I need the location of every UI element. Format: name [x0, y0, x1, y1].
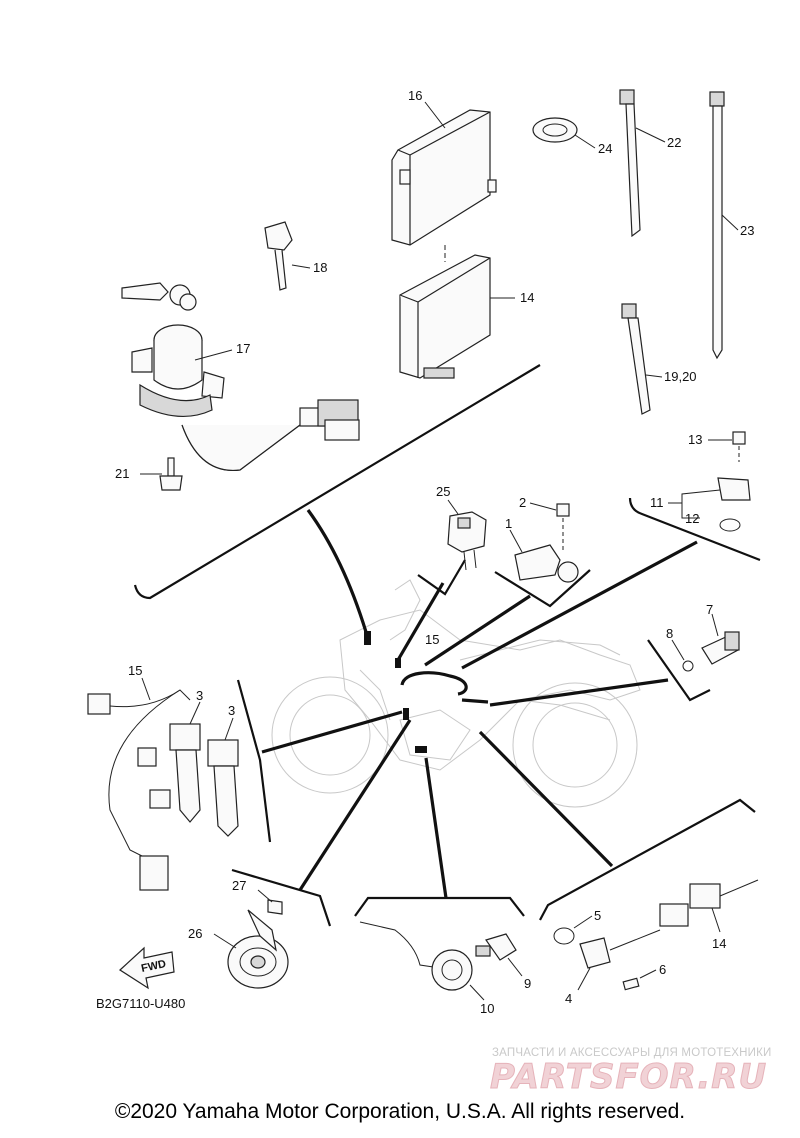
- callout-15-harness: 15: [128, 663, 142, 678]
- watermark-brand: PARTSFOR.RU: [490, 1057, 767, 1097]
- callout-14-ecu: 14: [520, 290, 534, 305]
- relay-25: [447, 511, 487, 571]
- sensor-10: [359, 921, 473, 991]
- key-18: [264, 221, 293, 291]
- watermark: ЗАПЧАСТИ И АКСЕССУАРЫ ДЛЯ МОТОТЕХНИКИ PA…: [490, 1047, 772, 1098]
- callout-24: 24: [598, 141, 612, 156]
- callout-22: 22: [667, 135, 681, 150]
- callout-3-right: 3: [228, 703, 235, 718]
- callout-12: 12: [685, 511, 699, 526]
- callout-5: 5: [594, 908, 601, 923]
- cable-clamp-24: [532, 117, 578, 143]
- callout-11: 11: [650, 495, 664, 510]
- callout-17: 17: [236, 341, 250, 356]
- callout-1: 1: [505, 516, 512, 531]
- sensor-7: [682, 631, 740, 672]
- bolt-21: [159, 457, 183, 491]
- sensor-11: [717, 431, 751, 532]
- cable-tie-19-20: [621, 303, 651, 415]
- callout-14-sensor: 14: [712, 936, 726, 951]
- callout-8: 8: [666, 626, 673, 641]
- callout-16: 16: [408, 88, 422, 103]
- callout-23: 23: [740, 223, 754, 238]
- ignition-switch: [121, 282, 360, 472]
- switch-9: [475, 933, 517, 961]
- callout-9: 9: [524, 976, 531, 991]
- sensor-4: [553, 879, 759, 991]
- copyright-notice: ©2020 Yamaha Motor Corporation, U.S.A. A…: [114, 1100, 686, 1123]
- callout-26: 26: [188, 926, 202, 941]
- ignition-coil-3a: [169, 723, 201, 823]
- wire-harness-15: [87, 689, 191, 891]
- callout-10: 10: [480, 1001, 494, 1016]
- callouts: 16 18 17 21 14 24 22 23 19,20 13 11 12 2…: [96, 88, 754, 1016]
- fwd-arrow: FWD: [119, 946, 175, 990]
- callout-2: 2: [519, 495, 526, 510]
- ecu-unit-14: [399, 254, 491, 379]
- callout-7: 7: [706, 602, 713, 617]
- callout-4: 4: [565, 991, 572, 1006]
- callout-13: 13: [688, 432, 702, 447]
- group-brackets: [133, 364, 761, 927]
- cable-tie-23: [709, 91, 725, 360]
- callout-19-20: 19,20: [664, 369, 697, 384]
- ecu-unit-16: [391, 109, 497, 262]
- callout-15-center: 15: [425, 632, 439, 647]
- ignition-coil-3b: [207, 739, 239, 837]
- callout-6: 6: [659, 962, 666, 977]
- watermark-tagline: ЗАПЧАСТИ И АКСЕССУАРЫ ДЛЯ МОТОТЕХНИКИ: [492, 1047, 772, 1059]
- callout-3-left: 3: [196, 688, 203, 703]
- horn-26: [227, 899, 289, 989]
- callout-25: 25: [436, 484, 450, 499]
- callout-18: 18: [313, 260, 327, 275]
- location-markers: [364, 631, 489, 753]
- motorcycle-outline: [271, 579, 641, 808]
- callout-27: 27: [232, 878, 246, 893]
- cable-tie-22: [619, 89, 641, 238]
- sensor-1: [514, 503, 579, 583]
- drawing-code: B2G7110-U480: [96, 996, 185, 1011]
- fwd-label: FWD: [140, 958, 167, 975]
- callout-21: 21: [115, 466, 129, 481]
